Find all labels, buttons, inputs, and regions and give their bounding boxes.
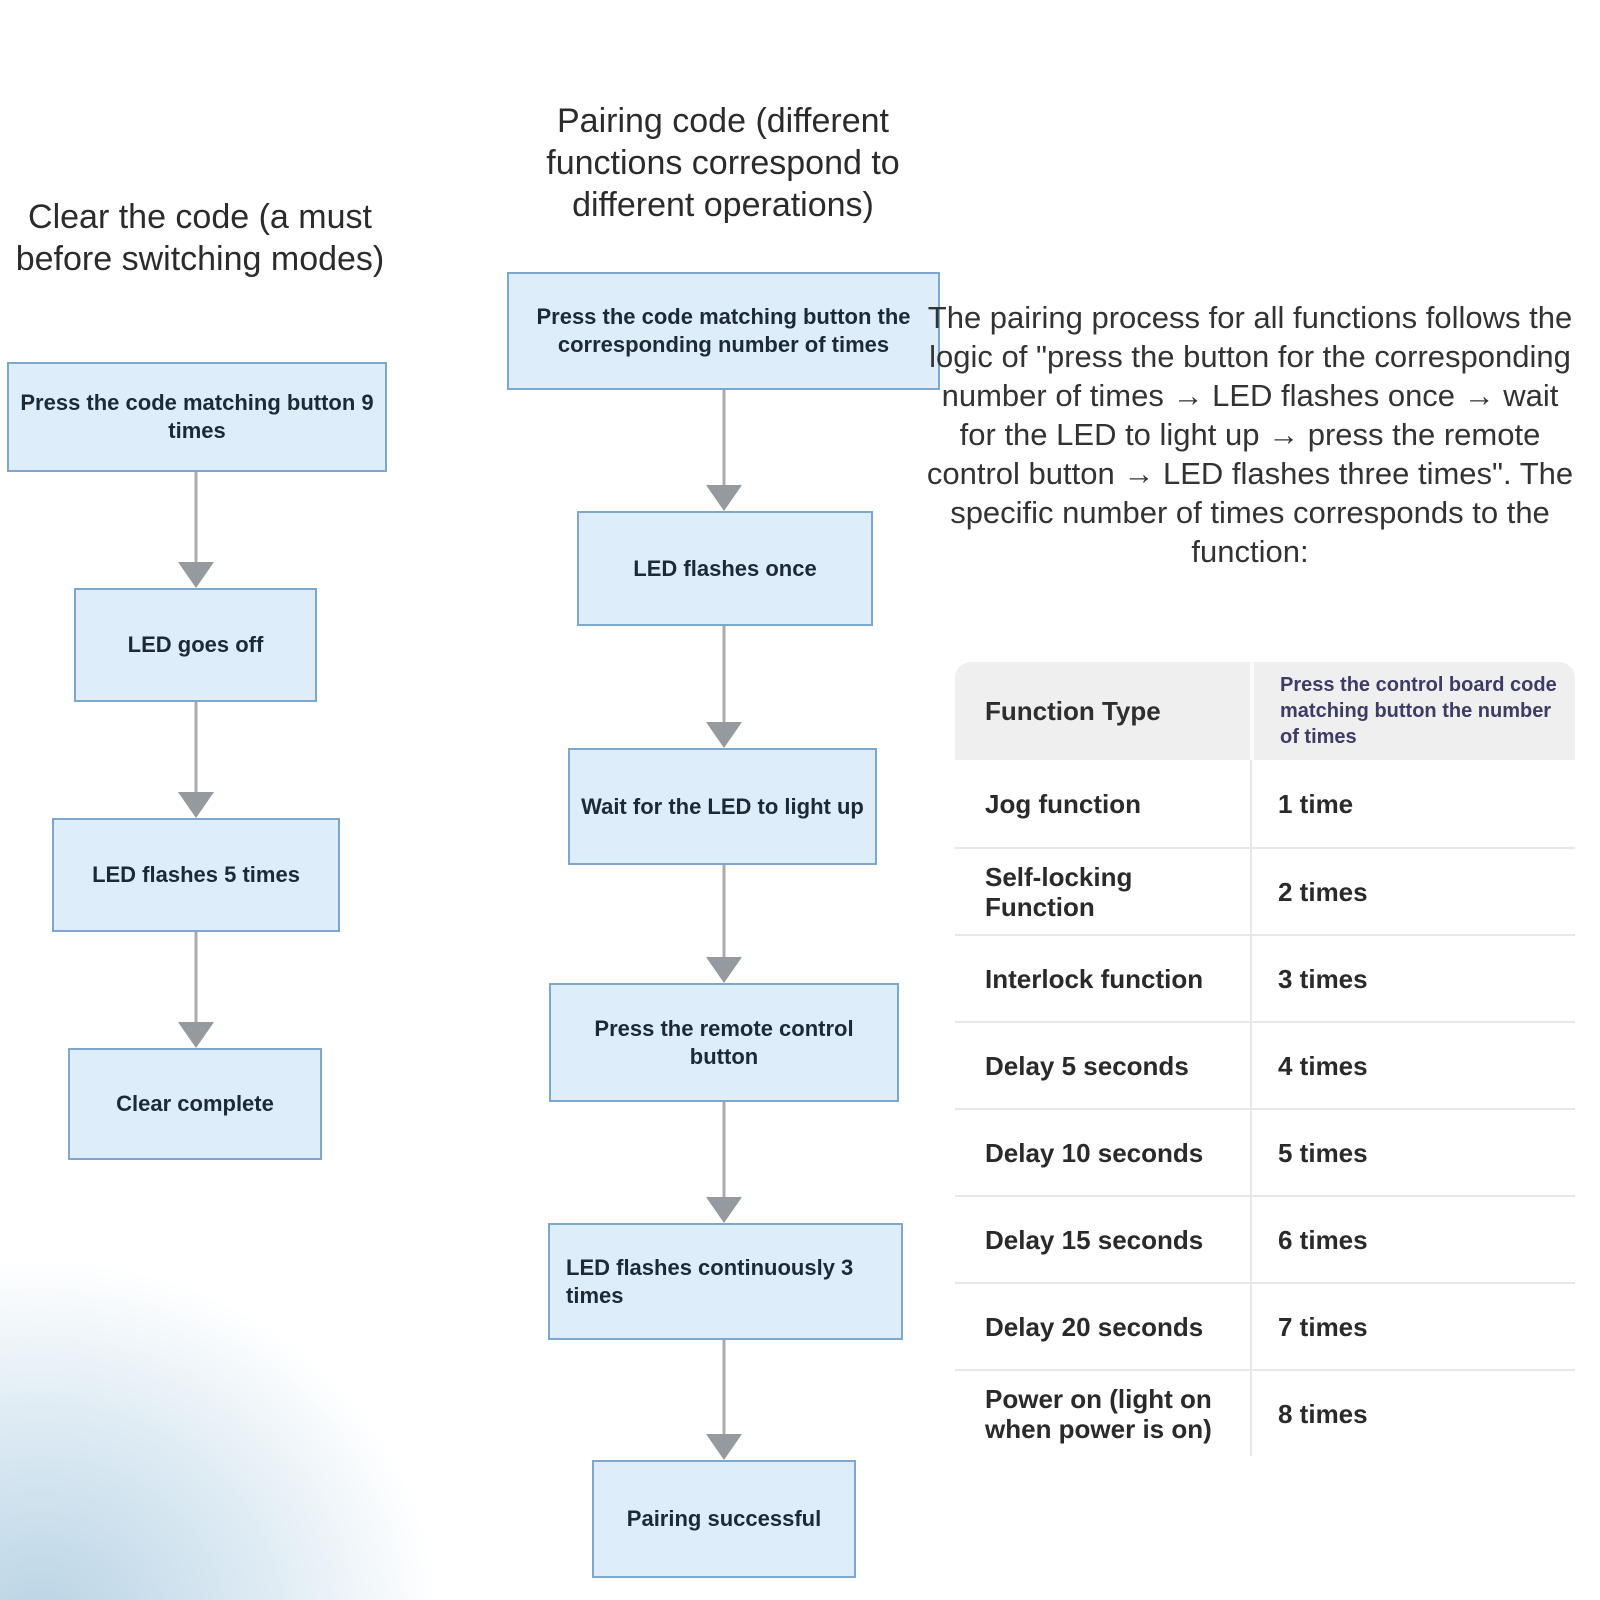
function-cell: Delay 5 seconds [955, 1021, 1250, 1108]
arrow-down-icon [706, 1197, 742, 1223]
function-cell: Self-locking Function [955, 847, 1250, 934]
flow-step-label: Clear complete [116, 1091, 274, 1116]
arrow-down-icon [706, 485, 742, 511]
flow-step-label: LED goes off [127, 632, 264, 657]
table-row: Self-locking Function 2 times [955, 847, 1575, 934]
flow-arrow [706, 390, 742, 511]
flow-arrow [706, 1102, 742, 1223]
times-cell: 3 times [1250, 934, 1575, 1021]
times-cell: 5 times [1250, 1108, 1575, 1195]
arrow-shaft [722, 626, 726, 725]
times-cell: 4 times [1250, 1021, 1575, 1108]
press-times-header: Press the control board code matching bu… [1250, 662, 1575, 760]
function-cell: Power on (light on when power is on) [955, 1369, 1250, 1456]
table-row: Power on (light on when power is on) 8 t… [955, 1369, 1575, 1456]
flow-step-label: Pairing successful [626, 1506, 822, 1531]
pairing-code-flow-title: Pairing code (different functions corres… [546, 102, 900, 224]
flow-arrow [706, 626, 742, 748]
arrow-shaft [722, 1102, 726, 1200]
arrow-shaft [194, 932, 198, 1025]
table-row: Interlock function 3 times [955, 934, 1575, 1021]
flow-step-label: Press the remote control button [594, 1015, 854, 1069]
flow-step-box: Press the remote control button [549, 983, 899, 1102]
table-row: Delay 15 seconds 6 times [955, 1195, 1575, 1282]
arrow-shaft [722, 1340, 726, 1437]
flow-arrow [706, 1340, 742, 1460]
pairing-process-description: The pairing process for all functions fo… [926, 300, 1574, 569]
arrow-shaft [194, 472, 198, 565]
arrow-down-icon [706, 722, 742, 748]
table-row: Jog function 1 time [955, 760, 1575, 847]
flow-step-box: LED flashes once [577, 511, 873, 626]
flow-step-box: Pairing successful [592, 1460, 856, 1578]
flow-arrow [178, 472, 214, 588]
function-cell: Delay 15 seconds [955, 1195, 1250, 1282]
table-header-row: Function Type Press the control board co… [955, 662, 1575, 760]
clear-code-flow-title: Clear the code (a must before switching … [15, 198, 385, 278]
times-cell: 6 times [1250, 1195, 1575, 1282]
function-cell: Jog function [955, 760, 1250, 847]
times-cell: 2 times [1250, 847, 1575, 934]
flow-step-box: Wait for the LED to light up [568, 748, 877, 865]
arrow-down-icon [178, 1022, 214, 1048]
arrow-shaft [722, 390, 726, 488]
times-cell: 8 times [1250, 1369, 1575, 1456]
flow-step-label: LED flashes 5 times [92, 862, 300, 887]
arrow-down-icon [178, 792, 214, 818]
arrow-shaft [722, 865, 726, 960]
table-row: Delay 10 seconds 5 times [955, 1108, 1575, 1195]
arrow-shaft [194, 702, 198, 795]
function-type-header: Function Type [955, 662, 1250, 760]
flow-step-box: LED flashes 5 times [52, 818, 340, 932]
flow-step-box: LED goes off [74, 588, 317, 702]
times-cell: 7 times [1250, 1282, 1575, 1369]
flow-arrow [706, 865, 742, 983]
function-times-table: Function Type Press the control board co… [955, 662, 1575, 1456]
function-cell: Delay 20 seconds [955, 1282, 1250, 1369]
flow-step-label: LED flashes once [633, 555, 817, 581]
flow-step-label: LED flashes continuously 3 times [566, 1254, 854, 1308]
flow-step-box: LED flashes continuously 3 times [548, 1223, 903, 1340]
table-row: Delay 5 seconds 4 times [955, 1021, 1575, 1108]
flow-step-box: Clear complete [68, 1048, 322, 1160]
flow-step-box: Press the code matching button 9 times [7, 362, 387, 472]
flow-step-label: Press the code matching button 9 times [20, 390, 374, 443]
function-cell: Delay 10 seconds [955, 1108, 1250, 1195]
flow-step-label: Wait for the LED to light up [581, 793, 864, 819]
table-row: Delay 20 seconds 7 times [955, 1282, 1575, 1369]
flow-arrow [178, 702, 214, 818]
times-cell: 1 time [1250, 760, 1575, 847]
arrow-down-icon [178, 562, 214, 588]
flow-step-label: Press the code matching button the corre… [536, 304, 911, 357]
function-cell: Interlock function [955, 934, 1250, 1021]
flow-step-box: Press the code matching button the corre… [507, 272, 940, 390]
arrow-down-icon [706, 1434, 742, 1460]
flow-arrow [178, 932, 214, 1048]
arrow-down-icon [706, 957, 742, 983]
